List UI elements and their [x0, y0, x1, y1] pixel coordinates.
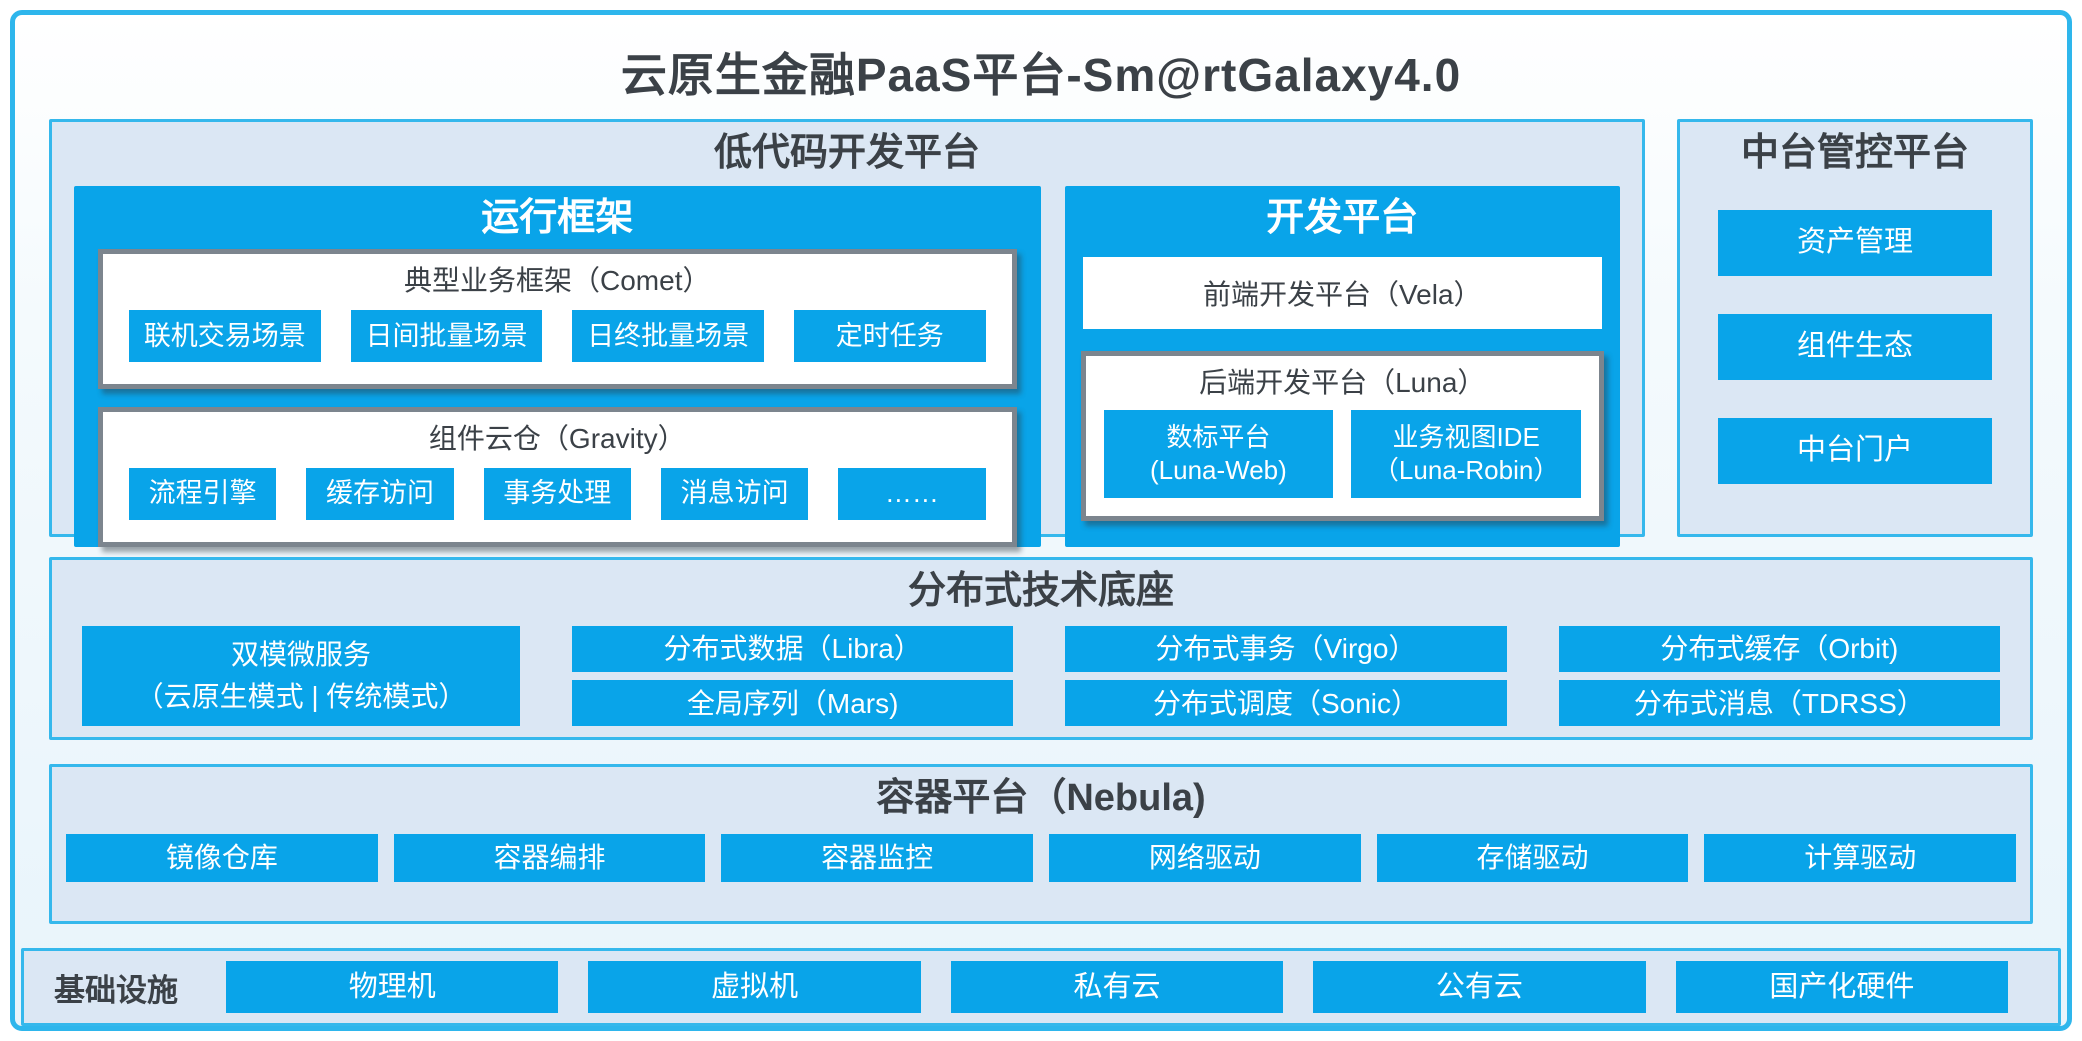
gravity-warehouse-box: 组件云仓（Gravity） 流程引擎 缓存访问 事务处理 消息访问 …… — [98, 406, 1017, 547]
block-dual-mode-microservice: 双模微服务 （云原生模式 | 传统模式） — [82, 625, 520, 727]
infrastructure-items: 物理机 虚拟机 私有云 公有云 国产化硬件 — [226, 961, 2009, 1014]
luna-backend-title: 后端开发平台（Luna） — [1199, 367, 1486, 399]
block-distributed-transaction-virgo: 分布式事务（Virgo） — [1065, 625, 1507, 672]
block-physical-machine: 物理机 — [226, 961, 559, 1014]
distributed-column-3: 分布式缓存（Orbit) 分布式消息（TDRSS） — [1558, 625, 2000, 727]
runtime-framework-box: 运行框架 典型业务框架（Comet） 联机交易场景 日间批量场景 日终批量场景 … — [74, 185, 1041, 547]
gravity-items-row: 流程引擎 缓存访问 事务处理 消息访问 …… — [103, 464, 1012, 542]
block-storage-driver: 存储驱动 — [1376, 834, 1689, 883]
block-midplatform-portal: 中台门户 — [1718, 417, 1992, 484]
block-global-sequence-mars: 全局序列（Mars) — [572, 680, 1014, 727]
distributed-column-1: 分布式数据（Libra） 全局序列（Mars) — [572, 625, 1014, 727]
block-compute-driver: 计算驱动 — [1704, 834, 2017, 883]
low-code-platform-panel: 低代码开发平台 运行框架 典型业务框架（Comet） 联机交易场景 日间批量场景… — [49, 118, 1645, 547]
block-online-transaction: 联机交易场景 — [129, 309, 321, 362]
luna-backend-box: 后端开发平台（Luna） 数标平台 (Luna-Web) 业务视图IDE （Lu… — [1080, 351, 1604, 521]
vela-frontend-box: 前端开发平台（Vela） — [1082, 257, 1602, 330]
container-platform-panel: 容器平台（Nebula) 镜像仓库 容器编排 容器监控 网络驱动 存储驱动 计算… — [49, 764, 2033, 925]
infrastructure-title: 基础设施 — [54, 972, 178, 1008]
block-public-cloud: 公有云 — [1313, 961, 1646, 1014]
mid-platform-panel: 中台管控平台 资产管理 组件生态 中台门户 — [1677, 118, 2033, 537]
block-container-monitoring: 容器监控 — [721, 834, 1034, 883]
block-process-engine: 流程引擎 — [129, 467, 277, 520]
infrastructure-panel: 基础设施 物理机 虚拟机 私有云 公有云 国产化硬件 — [21, 948, 2061, 1026]
block-image-registry: 镜像仓库 — [66, 834, 378, 883]
gravity-warehouse-title: 组件云仓（Gravity） — [428, 422, 686, 454]
architecture-diagram-frame: 云原生金融PaaS平台-Sm@rtGalaxy4.0 低代码开发平台 运行框架 … — [10, 10, 2072, 1031]
block-distributed-data-libra: 分布式数据（Libra） — [572, 625, 1014, 672]
luna-items-row: 数标平台 (Luna-Web) 业务视图IDE （Luna-Robin） — [1086, 408, 1599, 516]
dual-mode-line1: 双模微服务 — [230, 638, 371, 670]
low-code-platform-content: 运行框架 典型业务框架（Comet） 联机交易场景 日间批量场景 日终批量场景 … — [74, 185, 1620, 547]
block-domestic-hardware: 国产化硬件 — [1675, 961, 2009, 1014]
block-message-access: 消息访问 — [660, 467, 809, 520]
container-platform-items: 镜像仓库 容器编排 容器监控 网络驱动 存储驱动 计算驱动 — [66, 834, 2017, 883]
block-network-driver: 网络驱动 — [1049, 834, 1361, 883]
distributed-base-title: 分布式技术底座 — [907, 569, 1174, 612]
block-asset-management: 资产管理 — [1718, 209, 1992, 276]
block-container-orchestration: 容器编排 — [393, 834, 706, 883]
mid-platform-items: 资产管理 组件生态 中台门户 — [1718, 209, 1992, 484]
luna-web-code: (Luna-Web) — [1149, 454, 1287, 485]
distributed-column-2: 分布式事务（Virgo） 分布式调度（Sonic） — [1065, 625, 1507, 727]
dual-mode-line2: （云原生模式 | 传统模式） — [135, 680, 467, 712]
block-luna-robin: 业务视图IDE （Luna-Robin） — [1351, 409, 1581, 498]
block-private-cloud: 私有云 — [950, 961, 1284, 1014]
block-endofday-batch: 日终批量场景 — [572, 309, 764, 362]
container-platform-title: 容器平台（Nebula) — [876, 777, 1206, 820]
block-component-ecosystem: 组件生态 — [1718, 313, 1992, 380]
luna-web-name: 数标平台 — [1166, 422, 1271, 453]
block-distributed-scheduling-sonic: 分布式调度（Sonic） — [1065, 680, 1507, 727]
runtime-framework-title: 运行框架 — [481, 196, 634, 239]
distributed-base-panel: 分布式技术底座 双模微服务 （云原生模式 | 传统模式） 分布式数据（Libra… — [49, 556, 2033, 741]
block-luna-web: 数标平台 (Luna-Web) — [1103, 409, 1334, 498]
block-scheduled-task: 定时任务 — [793, 309, 986, 362]
block-distributed-message-tdrss: 分布式消息（TDRSS） — [1558, 680, 2000, 727]
block-daytime-batch: 日间批量场景 — [350, 309, 543, 362]
block-transaction-processing: 事务处理 — [483, 467, 631, 520]
block-cache-access: 缓存访问 — [306, 467, 454, 520]
comet-framework-title: 典型业务框架（Comet） — [404, 265, 711, 297]
luna-robin-name: 业务视图IDE — [1392, 422, 1540, 453]
block-virtual-machine: 虚拟机 — [588, 961, 921, 1014]
block-distributed-cache-orbit: 分布式缓存（Orbit) — [1558, 625, 2000, 672]
luna-robin-code: （Luna-Robin） — [1372, 454, 1560, 485]
block-ellipsis: …… — [838, 467, 986, 520]
mid-platform-title: 中台管控平台 — [1740, 131, 1969, 174]
dev-platform-title: 开发平台 — [1266, 196, 1419, 239]
comet-framework-box: 典型业务框架（Comet） 联机交易场景 日间批量场景 日终批量场景 定时任务 — [98, 249, 1017, 389]
dev-platform-box: 开发平台 前端开发平台（Vela） 后端开发平台（Luna） 数标平台 (Lun… — [1064, 185, 1620, 547]
page-title: 云原生金融PaaS平台-Sm@rtGalaxy4.0 — [620, 49, 1462, 101]
comet-items-row: 联机交易场景 日间批量场景 日终批量场景 定时任务 — [103, 306, 1012, 384]
row-top: 低代码开发平台 运行框架 典型业务框架（Comet） 联机交易场景 日间批量场景… — [49, 118, 2033, 547]
low-code-platform-title: 低代码开发平台 — [713, 131, 980, 174]
distributed-base-content: 双模微服务 （云原生模式 | 传统模式） 分布式数据（Libra） 全局序列（M… — [82, 625, 2000, 727]
